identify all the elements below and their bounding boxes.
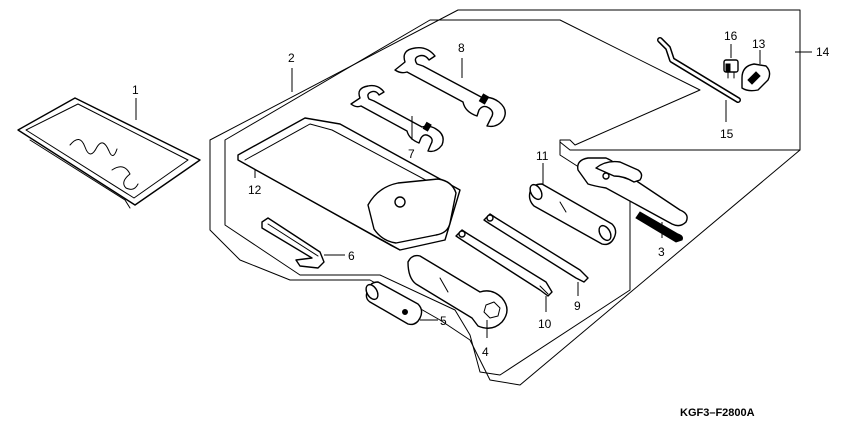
part-label-3: 3 bbox=[658, 245, 665, 259]
part-label-5: 5 bbox=[440, 314, 447, 328]
l-rod-drawing bbox=[657, 37, 741, 103]
part-label-12: 12 bbox=[248, 183, 262, 197]
fuse-drawing bbox=[723, 59, 739, 79]
tool-bag-drawing bbox=[237, 117, 461, 251]
open-end-wrench-small-drawing bbox=[350, 84, 444, 153]
part-label-2: 2 bbox=[288, 51, 295, 65]
part-label-4: 4 bbox=[482, 345, 489, 359]
part-label-9: 9 bbox=[574, 299, 581, 313]
part-label-1: 1 bbox=[132, 83, 139, 97]
screwdriver-flat-drawing bbox=[483, 213, 589, 283]
part-label-10: 10 bbox=[538, 317, 552, 331]
part-label-16: 16 bbox=[724, 29, 738, 43]
box-spanner-drawing bbox=[407, 254, 508, 329]
open-end-wrench-large-drawing bbox=[394, 46, 506, 128]
tool-set-outline bbox=[209, 9, 801, 386]
part-label-15: 15 bbox=[720, 127, 734, 141]
pliers-drawing bbox=[577, 157, 688, 243]
tool-pouch-clear-drawing bbox=[17, 97, 201, 209]
socket-drawing bbox=[365, 281, 423, 326]
screwdriver-phillips-drawing bbox=[455, 229, 553, 297]
part-label-8: 8 bbox=[458, 41, 465, 55]
diagram-code: KGF3–F2800A bbox=[680, 407, 755, 419]
part-label-14: 14 bbox=[816, 45, 830, 59]
fuse-puller-drawing bbox=[741, 63, 771, 92]
part-label-13: 13 bbox=[752, 37, 766, 51]
part-label-11: 11 bbox=[536, 149, 549, 163]
part-label-7: 7 bbox=[408, 147, 415, 161]
hex-key-drawing bbox=[261, 217, 325, 269]
screwdriver-grip-drawing bbox=[528, 183, 617, 246]
part-label-6: 6 bbox=[348, 249, 355, 263]
fuse-kit-bracket bbox=[559, 51, 801, 151]
tool-set-inner-outline bbox=[224, 19, 701, 376]
